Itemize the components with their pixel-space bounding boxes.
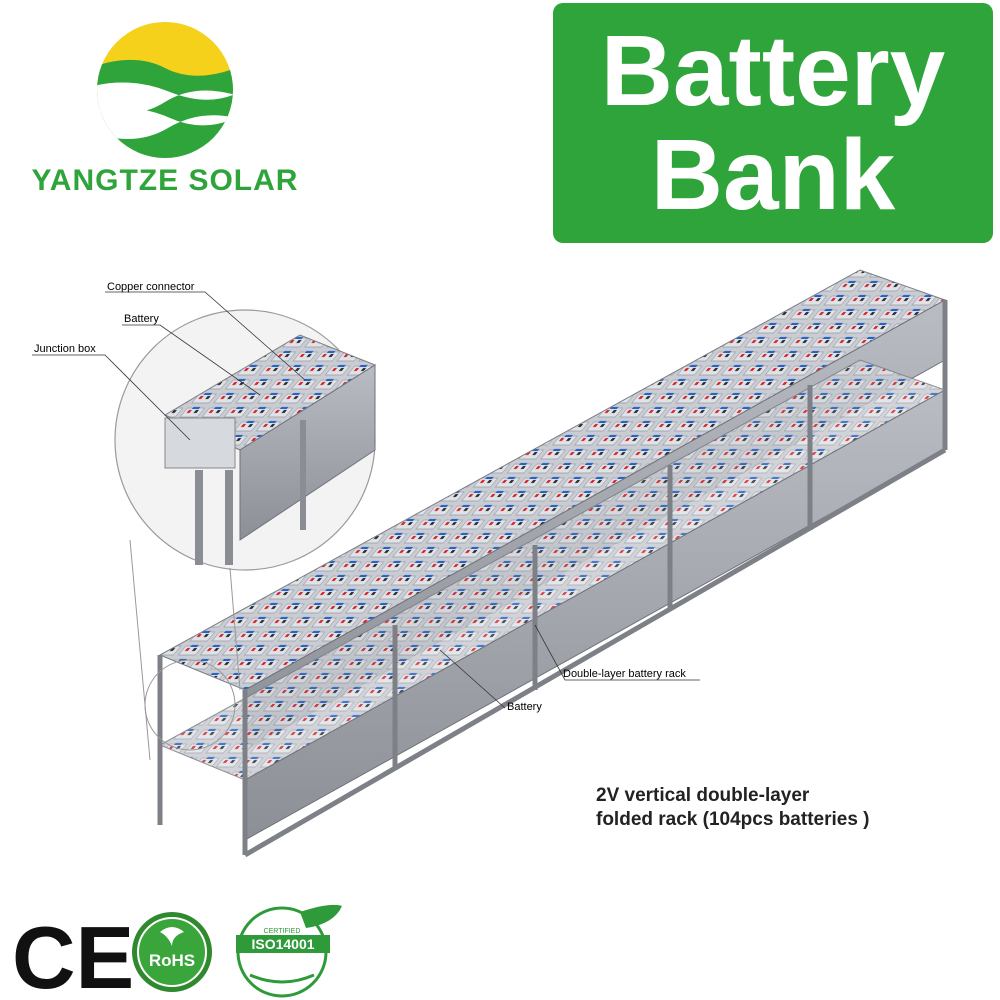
title-line-2: Bank bbox=[650, 119, 896, 231]
callout-copper-connector: Copper connector bbox=[107, 281, 195, 293]
title-line-1: Battery bbox=[600, 15, 946, 127]
svg-text:CERTIFIED: CERTIFIED bbox=[264, 928, 301, 935]
caption-line-2: folded rack (104pcs batteries ) bbox=[596, 809, 870, 830]
rack-frame bbox=[157, 300, 948, 858]
yangtze-solar-logo bbox=[97, 22, 233, 158]
battery-rack-illustration: Copper connector Battery Junction box Do… bbox=[32, 269, 948, 858]
certification-badges: CE RoHS CERTIFIED ISO14001 bbox=[12, 904, 342, 1000]
callout-double-layer-rack: Double-layer battery rack bbox=[563, 668, 686, 680]
rohs-badge-icon: RoHS bbox=[132, 912, 212, 992]
svg-text:ISO14001: ISO14001 bbox=[251, 936, 314, 952]
svg-text:RoHS: RoHS bbox=[149, 951, 195, 970]
ce-mark-icon: CE bbox=[12, 908, 134, 1000]
title-banner: Battery Bank bbox=[553, 3, 993, 243]
brand-name: YANGTZE SOLAR bbox=[31, 164, 299, 197]
callout-battery-bottom: Battery bbox=[507, 701, 542, 713]
callout-battery-top: Battery bbox=[124, 313, 159, 325]
callout-junction-box: Junction box bbox=[34, 343, 96, 355]
svg-text:CE: CE bbox=[12, 908, 134, 1000]
caption-line-1: 2V vertical double-layer bbox=[596, 785, 810, 806]
caption: 2V vertical double-layer folded rack (10… bbox=[596, 784, 986, 832]
iso14001-badge-icon: CERTIFIED ISO14001 bbox=[236, 904, 342, 998]
